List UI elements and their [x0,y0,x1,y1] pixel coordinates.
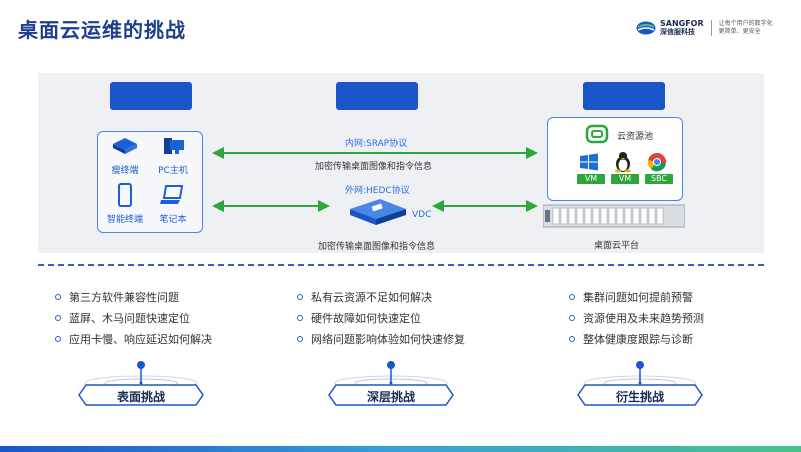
intranet-protocol-label: 内网:SRAP协议 [345,139,408,149]
cloud-pool-icon [585,124,609,144]
challenge-pedestals [78,361,703,406]
pedestal-derived [577,361,703,406]
list-item: 集群问题如何提前预警 [569,286,704,307]
sbc-badge: SBC [645,174,673,184]
list-item-text: 应用卡慢、响应延迟如何解决 [69,332,212,346]
device-thin-client: 瘦终端 [100,136,150,176]
list-item: 网络问题影响体验如何快速修复 [297,328,465,349]
bullet-icon [55,335,61,342]
windows-icon [580,153,598,171]
deep-challenge-list: 私有云资源不足如何解决 硬件故障如何快速定位 网络问题影响体验如何快速修复 [297,286,465,349]
laptop-icon [160,185,184,204]
section-divider [38,264,764,266]
bullet-icon [569,335,575,342]
transport-header-box [336,82,418,110]
device-laptop: 笔记本 [148,183,198,225]
server-rack-icon [543,204,685,228]
intranet-description: 加密传输桌面图像和指令信息 [315,162,433,172]
bullet-icon [297,335,303,342]
list-item: 应用卡慢、响应延迟如何解决 [55,328,212,349]
device-pc-host: PC主机 [148,136,198,176]
list-item-text: 网络问题影响体验如何快速修复 [311,332,465,346]
device-label: 瘦终端 [111,166,139,176]
device-label: 智能终端 [106,215,143,225]
cloud-pool-label: 云资源池 [617,132,654,142]
list-item-text: 第三方软件兼容性问题 [69,290,179,304]
pc-host-icon [164,138,184,154]
logo-slogan-line1: 让每个用户的数字化 [718,20,773,27]
cloud-header-box [583,82,665,110]
logo-slogan-line2: 更简单、更安全 [718,28,761,35]
pedestal-surface [78,361,204,406]
device-smart-terminal: 智能终端 [100,183,150,225]
deep-challenge-label: 深层挑战 [366,389,415,404]
extranet-protocol-label: 外网:HEDC协议 [345,186,410,196]
device-label: PC主机 [158,166,188,176]
bullet-icon [569,293,575,300]
vm-badge: VM [611,174,639,184]
device-label: 笔记本 [159,215,187,225]
list-item: 硬件故障如何快速定位 [297,307,465,328]
list-item: 私有云资源不足如何解决 [297,286,465,307]
logo-brand-en: SANGFOR [660,19,704,28]
smart-terminal-icon [118,183,132,207]
vdc-label: VDC [412,210,432,220]
bullet-icon [297,293,303,300]
thin-client-icon [113,138,137,154]
linux-icon [615,152,631,173]
cloud-platform-label: 桌面云平台 [594,241,640,251]
sangfor-logo: SANGFOR 深信服科技 让每个用户的数字化 更简单、更安全 [636,19,773,37]
list-item-text: 整体健康度跟踪与诊断 [583,332,693,346]
list-item-text: 蓝屏、木马问题快速定位 [69,311,190,325]
bullet-icon [569,314,575,321]
derived-challenge-list: 集群问题如何提前预警 资源使用及未来趋势预测 整体健康度跟踪与诊断 [569,286,704,349]
endpoint-header-box [110,82,192,110]
logo-divider [710,20,712,36]
extranet-description: 加密传输桌面图像和指令信息 [318,242,436,252]
vm-badge: VM [577,174,605,184]
list-item: 整体健康度跟踪与诊断 [569,328,704,349]
logo-brand-cn: 深信服科技 [660,28,695,36]
derived-challenge-label: 衍生挑战 [615,389,664,404]
list-item: 蓝屏、木马问题快速定位 [55,307,212,328]
list-item: 第三方软件兼容性问题 [55,286,212,307]
chrome-icon [647,153,666,172]
surface-challenge-label: 表面挑战 [116,389,165,404]
list-item-text: 私有云资源不足如何解决 [311,290,432,304]
surface-challenge-list: 第三方软件兼容性问题 蓝屏、木马问题快速定位 应用卡慢、响应延迟如何解决 [55,286,212,349]
list-item-text: 集群问题如何提前预警 [583,290,693,304]
bullet-icon [297,314,303,321]
bullet-icon [55,314,61,321]
bullet-icon [55,293,61,300]
sangfor-logo-icon [636,21,656,35]
footer-gradient-bar [0,446,801,452]
vdc-appliance-icon [350,199,406,225]
list-item-text: 硬件故障如何快速定位 [311,311,421,325]
pedestal-deep [328,361,454,406]
list-item-text: 资源使用及未来趋势预测 [583,311,704,325]
page-title: 桌面云运维的挑战 [18,18,186,42]
list-item: 资源使用及未来趋势预测 [569,307,704,328]
